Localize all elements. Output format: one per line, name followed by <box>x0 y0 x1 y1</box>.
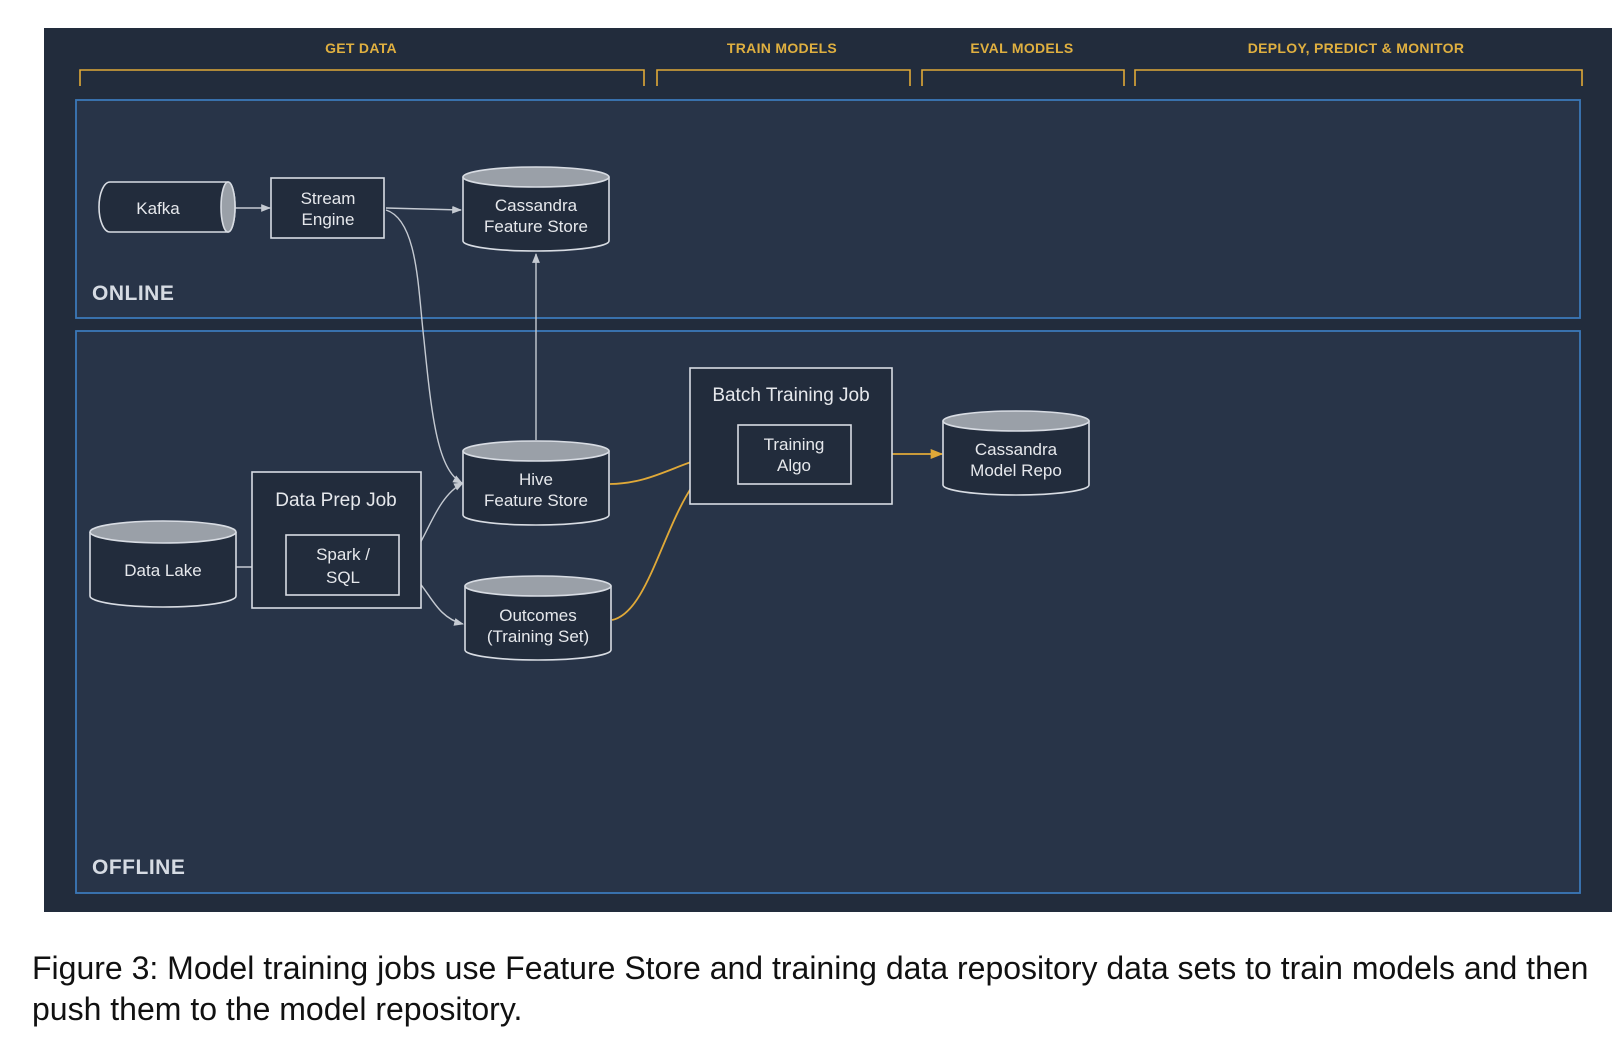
arrow-stream-to-cassandra-feature-store <box>385 205 462 214</box>
stage-label-train-models: TRAIN MODELS <box>727 40 837 56</box>
training-algo-label-line1: Training <box>764 435 825 454</box>
batch-training-job-node: Batch Training Job Training Algo <box>689 367 893 505</box>
batch-training-job-title: Batch Training Job <box>712 385 869 406</box>
hive-feature-store-label-line2: Feature Store <box>484 491 588 510</box>
figure-caption: Figure 3: Model training jobs use Featur… <box>32 950 1589 1027</box>
online-region <box>75 99 1581 319</box>
stream-engine-label-line2: Engine <box>302 210 355 229</box>
cassandra-model-repo-node: Cassandra Model Repo <box>942 410 1090 496</box>
stage-bracket-get-data <box>79 69 645 86</box>
offline-region-label: OFFLINE <box>92 856 185 879</box>
stage-bracket-deploy <box>1134 69 1583 86</box>
spark-sql-node <box>285 534 400 596</box>
cassandra-feature-store-node: Cassandra Feature Store <box>462 166 610 252</box>
hive-feature-store-node: Hive Feature Store <box>462 440 610 526</box>
arrow-stream-to-hive <box>385 209 463 484</box>
data-lake-label: Data Lake <box>124 561 202 580</box>
cassandra-model-repo-label-line1: Cassandra <box>975 440 1058 459</box>
cassandra-feature-store-label-line2: Feature Store <box>484 217 588 236</box>
cassandra-model-repo-label-line2: Model Repo <box>970 461 1062 480</box>
hive-feature-store-label-line1: Hive <box>519 470 553 489</box>
online-region-label: ONLINE <box>92 282 174 305</box>
training-algo-node <box>737 424 852 485</box>
stage-label-eval-models: EVAL MODELS <box>970 40 1073 56</box>
outcomes-label-line1: Outcomes <box>499 606 576 625</box>
architecture-diagram: GET DATA TRAIN MODELS EVAL MODELS DEPLOY… <box>44 28 1612 912</box>
stage-label-deploy: DEPLOY, PREDICT & MONITOR <box>1248 40 1464 56</box>
stream-engine-label-line1: Stream <box>301 189 356 208</box>
outcomes-node: Outcomes (Training Set) <box>464 575 612 661</box>
stage-label-get-data: GET DATA <box>325 40 397 56</box>
training-algo-label-line2: Algo <box>777 456 811 475</box>
data-prep-job-title: Data Prep Job <box>275 490 396 511</box>
spark-sql-label-line2: SQL <box>326 568 360 587</box>
stage-bracket-train-models <box>656 69 911 86</box>
stage-bracket-eval-models <box>921 69 1125 86</box>
spark-sql-label-line1: Spark / <box>316 545 370 564</box>
kafka-node: Kafka <box>98 181 236 233</box>
data-prep-job-node: Data Prep Job Spark / SQL <box>251 471 422 609</box>
cassandra-feature-store-label-line1: Cassandra <box>495 196 578 215</box>
data-lake-node: Data Lake <box>89 520 237 608</box>
outcomes-label-line2: (Training Set) <box>487 627 589 646</box>
kafka-label: Kafka <box>136 199 180 218</box>
stream-engine-node: Stream Engine <box>270 177 385 239</box>
